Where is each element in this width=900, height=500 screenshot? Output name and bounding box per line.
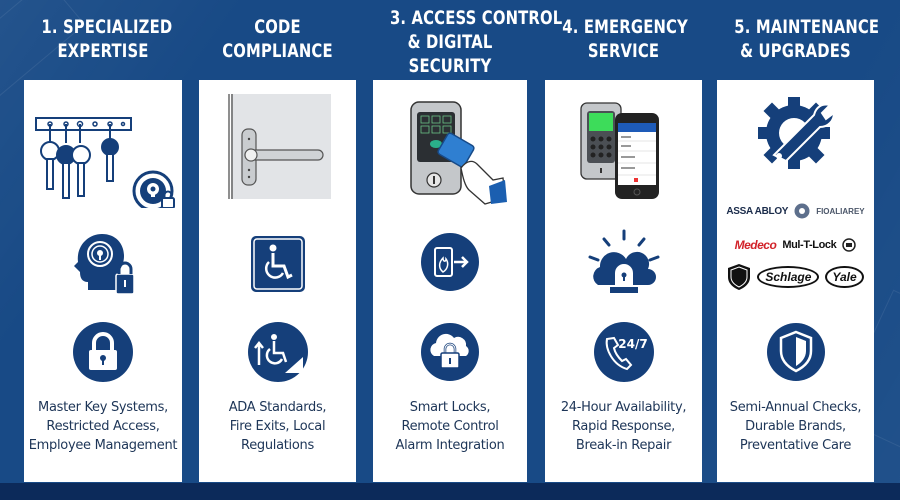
phone-24-7-circle-icon: 24/7 xyxy=(545,320,702,384)
description-line: Break-in Repair xyxy=(575,438,672,453)
description-line: Remote Control xyxy=(401,419,499,434)
shield-brand-emblem-icon xyxy=(728,264,751,290)
door-lever-handle-icon xyxy=(199,92,356,200)
brand-row: Medeco Mul-T-Lock xyxy=(735,232,857,258)
heading-line: COMPLIANCE xyxy=(222,40,333,62)
wheelchair-accessibility-sign-icon xyxy=(199,230,356,298)
description-line: Restricted Access, xyxy=(46,419,160,434)
brand-row: Schlage Yale xyxy=(727,264,864,290)
brand-unknown: FIOALIAREY xyxy=(816,206,865,216)
shield-circle-icon xyxy=(717,320,874,384)
feature-card: 24/7 24-Hour Availability, Rapid Respons… xyxy=(545,80,702,482)
description-line: ADA Standards, xyxy=(228,400,327,415)
cloud-siren-alarm-icon xyxy=(545,228,702,300)
heading-line: CODE xyxy=(254,16,301,38)
brand-schlage: Schlage xyxy=(757,266,820,288)
description-line: Alarm Integration xyxy=(395,438,505,453)
description-line: Rapid Response, xyxy=(571,419,676,434)
heading-line: & DIGITAL xyxy=(407,31,493,53)
description-line: Semi-Annual Checks, xyxy=(729,400,862,415)
fire-exit-circle-icon xyxy=(373,230,527,294)
brand-mul-t-lock: Mul-T-Lock xyxy=(782,239,837,251)
brand-medeco: Medeco xyxy=(734,238,777,252)
feature-description: Semi-Annual Checks, Durable Brands, Prev… xyxy=(717,398,874,455)
feature-description: ADA Standards, Fire Exits, Local Regulat… xyxy=(199,398,356,455)
description-line: Durable Brands, xyxy=(745,419,846,434)
feature-card: ADA Standards, Fire Exits, Local Regulat… xyxy=(199,80,356,482)
brand-yale: Yale xyxy=(825,266,864,288)
brand-emblem-icon xyxy=(794,203,810,219)
key-rack-with-master-key-dial-icon xyxy=(24,110,182,210)
column-specialized-expertise: 1. SPECIALIZED EXPERTISE xyxy=(24,0,182,483)
heading-line: 3. ACCESS CONTROL xyxy=(389,7,563,29)
feature-description: 24-Hour Availability, Rapid Response, Br… xyxy=(545,398,702,455)
feature-card: Smart Locks, Remote Control Alarm Integr… xyxy=(373,80,527,482)
wheelchair-ramp-circle-icon xyxy=(199,320,356,384)
description-line: Master Key Systems, xyxy=(38,400,168,415)
cloud-padlock-circle-icon xyxy=(373,320,527,384)
description-line: 24-Hour Availability, xyxy=(560,400,687,415)
head-with-keyhole-and-padlock-icon xyxy=(24,230,182,300)
description-line: Fire Exits, Local xyxy=(229,419,326,434)
heading-line: 5. MAINTENANCE xyxy=(734,16,880,38)
column-heading: 5. MAINTENANCE & UPGRADES xyxy=(734,15,880,63)
column-maintenance-upgrades: 5. MAINTENANCE & UPGRADES xyxy=(717,0,880,483)
feature-description: Smart Locks, Remote Control Alarm Integr… xyxy=(373,398,527,455)
brand-logos: ASSA ABLOY FIOALIAREY Medeco Mul-T-Lock … xyxy=(717,196,874,292)
description-line: Smart Locks, xyxy=(409,400,491,415)
heading-line: SECURITY xyxy=(408,55,492,77)
keypad-and-smartphone-app-icon xyxy=(545,98,702,202)
column-emergency-service: 4. EMERGENCY SERVICE xyxy=(545,0,702,483)
description-line: Employee Management xyxy=(28,438,178,453)
heading-line: EXPERTISE xyxy=(57,40,149,62)
gear-and-wrench-icon xyxy=(717,92,874,172)
description-line: Preventative Care xyxy=(739,438,852,453)
brand-assa-abloy: ASSA ABLOY xyxy=(726,205,789,217)
column-heading: 3. ACCESS CONTROL & DIGITAL SECURITY xyxy=(389,6,563,78)
brand-row: ASSA ABLOY FIOALIAREY xyxy=(726,198,865,224)
brand-emblem-icon xyxy=(842,238,857,252)
heading-line: & UPGRADES xyxy=(740,40,851,62)
phone-badge-text: 24/7 xyxy=(618,337,647,351)
footer-band xyxy=(0,483,900,500)
keypad-lock-with-card-tap-icon xyxy=(373,98,527,208)
column-heading: 1. SPECIALIZED EXPERTISE xyxy=(41,15,173,63)
heading-line: 1. SPECIALIZED xyxy=(41,16,173,38)
column-access-control: 3. ACCESS CONTROL & DIGITAL SECURITY xyxy=(373,0,563,483)
heading-line: 4. EMERGENCY xyxy=(562,16,688,38)
feature-card: ASSA ABLOY FIOALIAREY Medeco Mul-T-Lock … xyxy=(717,80,874,482)
column-heading: CODE COMPLIANCE xyxy=(216,15,338,63)
padlock-circle-icon xyxy=(24,320,182,384)
feature-card: Master Key Systems, Restricted Access, E… xyxy=(24,80,182,482)
column-heading: 4. EMERGENCY SERVICE xyxy=(562,15,688,63)
heading-line: SERVICE xyxy=(587,40,660,62)
feature-description: Master Key Systems, Restricted Access, E… xyxy=(24,398,182,455)
description-line: Regulations xyxy=(241,438,314,453)
column-code-compliance: CODE COMPLIANCE xyxy=(199,0,356,483)
